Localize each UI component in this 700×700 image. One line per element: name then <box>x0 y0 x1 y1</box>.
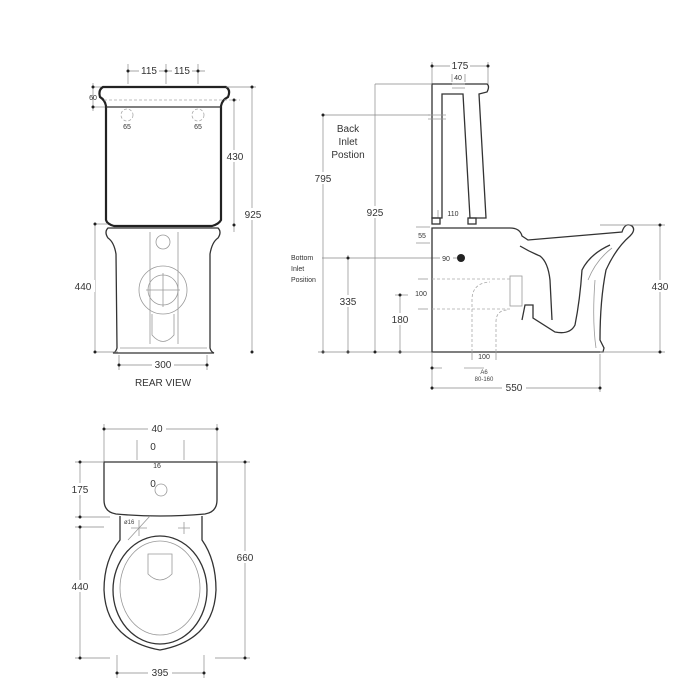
dim-795: 795 <box>315 174 332 185</box>
dim-55: 55 <box>418 233 426 240</box>
dim-110: 110 <box>447 211 458 218</box>
dim-65-right: 65 <box>194 124 202 131</box>
dim-60: 60 <box>89 95 97 102</box>
rear-view: 115 115 60 65 65 430 925 <box>75 64 262 389</box>
set-out-label-2: 80-160 <box>475 377 494 383</box>
dim-925-rear: 925 <box>245 210 262 221</box>
dim-hole-dia: ø16 <box>124 520 135 526</box>
dim-335: 335 <box>340 297 357 308</box>
dim-180: 180 <box>392 315 409 326</box>
side-view: 175 40 Back Inlet Postion 795 925 110 <box>291 59 670 394</box>
dim-300: 300 <box>155 360 172 371</box>
rear-view-title: REAR VIEW <box>135 378 192 389</box>
dim-660: 660 <box>237 553 254 564</box>
dim-395: 395 <box>152 668 169 679</box>
back-inlet-label-2: Inlet <box>339 137 358 148</box>
bottom-inlet-label-3: Position <box>291 277 316 284</box>
bottom-inlet-label-2: Inlet <box>291 266 304 273</box>
dim-40-plan: 40 <box>151 424 163 435</box>
dim-65-left: 65 <box>123 124 131 131</box>
dim-440-plan: 440 <box>72 582 89 593</box>
dim-16: 16 <box>153 463 161 470</box>
dim-100-bottom: 100 <box>478 354 490 361</box>
dim-0-top: 0 <box>150 442 156 453</box>
dim-100-outlet: 100 <box>415 291 427 298</box>
dim-115-left: 115 <box>141 66 157 77</box>
dim-430-pan: 430 <box>652 282 669 293</box>
dim-90: 90 <box>442 256 450 263</box>
dim-550: 550 <box>506 383 523 394</box>
set-out-label-1: A6 <box>480 370 488 376</box>
dim-925-side: 925 <box>367 208 384 219</box>
back-inlet-label-1: Back <box>337 124 360 135</box>
dim-175-plan: 175 <box>72 485 89 496</box>
dim-40-top: 40 <box>454 75 462 82</box>
dim-0-mid: 0 <box>150 479 156 490</box>
dim-175-top: 175 <box>452 61 469 72</box>
plan-view: 40 0 16 0 175 ø16 440 <box>70 422 257 679</box>
back-inlet-label-3: Postion <box>331 150 364 161</box>
dim-440-rear: 440 <box>75 282 92 293</box>
dim-115-right: 115 <box>174 66 190 77</box>
bottom-inlet-label-1: Bottom <box>291 255 313 262</box>
dim-430-cistern: 430 <box>227 152 244 163</box>
